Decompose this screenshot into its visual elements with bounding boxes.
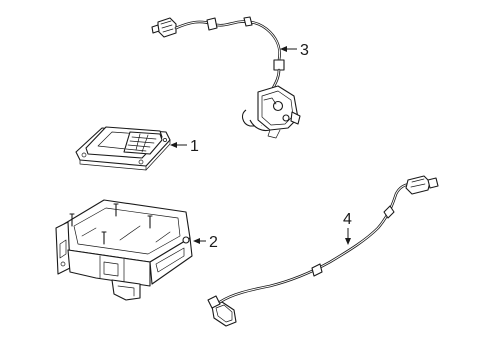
- arrow-3: [280, 46, 287, 52]
- callout-2: 2: [209, 234, 218, 251]
- control-module: [75, 126, 171, 171]
- mounting-bracket: [55, 199, 193, 301]
- hood-latch-body: [241, 85, 301, 139]
- callout-1: 1: [190, 138, 199, 155]
- callout-4: 4: [343, 211, 352, 228]
- hood-latch-assembly: [151, 16, 301, 139]
- bracket-studs: [69, 203, 153, 245]
- callout-3: 3: [300, 42, 309, 59]
- cable-end-fitting: [405, 175, 439, 195]
- release-cable: [207, 175, 439, 327]
- arrow-2: [193, 238, 200, 244]
- cable-connector-top: [151, 17, 177, 38]
- arrow-4: [345, 238, 351, 245]
- arrow-1: [170, 142, 177, 148]
